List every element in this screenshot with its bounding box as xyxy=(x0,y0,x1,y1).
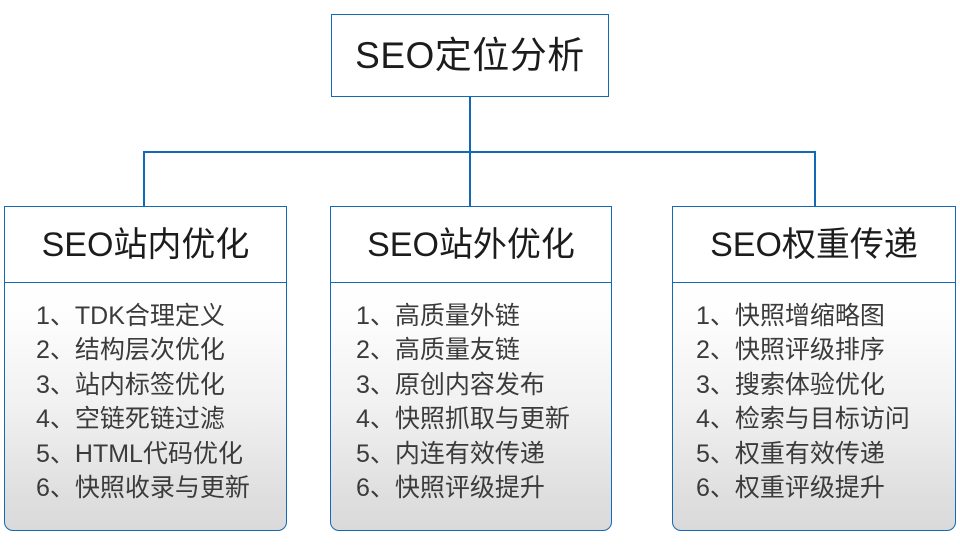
connector-branch-1-drop xyxy=(143,151,145,207)
branch-3-list: 1、快照增缩略图 2、快照评级排序 3、搜索体验优化 4、检索与目标访问 5、权… xyxy=(673,299,910,506)
list-item: 1、高质量外链 xyxy=(356,301,520,330)
list-item: 3、站内标签优化 xyxy=(36,370,225,399)
list-item: 1、TDK合理定义 xyxy=(36,301,225,330)
list-item: 4、检索与目标访问 xyxy=(696,405,910,434)
connector-root-stem xyxy=(469,96,471,152)
branch-1-list: 1、TDK合理定义 2、结构层次优化 3、站内标签优化 4、空链死链过滤 5、H… xyxy=(5,299,250,506)
branch-column-1: SEO站内优化 1、TDK合理定义 2、结构层次优化 3、站内标签优化 4、空链… xyxy=(4,206,287,531)
root-node-title: SEO定位分析 xyxy=(355,35,585,76)
connector-branch-3-drop xyxy=(814,151,816,207)
list-item: 2、快照评级排序 xyxy=(696,336,885,365)
branch-column-3: SEO权重传递 1、快照增缩略图 2、快照评级排序 3、搜索体验优化 4、检索与… xyxy=(672,206,956,531)
connector-horizontal-bus xyxy=(143,151,815,153)
root-node[interactable]: SEO定位分析 xyxy=(331,14,609,97)
branch-1-title: SEO站内优化 xyxy=(41,225,250,264)
branch-3-body: 1、快照增缩略图 2、快照评级排序 3、搜索体验优化 4、检索与目标访问 5、权… xyxy=(672,281,956,531)
branch-1-header[interactable]: SEO站内优化 xyxy=(4,206,287,283)
list-item: 6、权重评级提升 xyxy=(696,474,885,503)
list-item: 5、权重有效传递 xyxy=(696,439,885,468)
branch-3-header[interactable]: SEO权重传递 xyxy=(672,206,956,283)
branch-column-2: SEO站外优化 1、高质量外链 2、高质量友链 3、原创内容发布 4、快照抓取与… xyxy=(330,206,612,531)
list-item: 2、高质量友链 xyxy=(356,336,520,365)
list-item: 3、搜索体验优化 xyxy=(696,370,885,399)
branch-2-list: 1、高质量外链 2、高质量友链 3、原创内容发布 4、快照抓取与更新 5、内连有… xyxy=(331,299,570,506)
list-item: 1、快照增缩略图 xyxy=(696,301,885,330)
branch-2-body: 1、高质量外链 2、高质量友链 3、原创内容发布 4、快照抓取与更新 5、内连有… xyxy=(330,281,612,531)
list-item: 4、快照抓取与更新 xyxy=(356,405,570,434)
branch-3-title: SEO权重传递 xyxy=(710,225,918,264)
branch-1-body: 1、TDK合理定义 2、结构层次优化 3、站内标签优化 4、空链死链过滤 5、H… xyxy=(4,281,287,531)
connector-branch-2-drop xyxy=(469,151,471,207)
list-item: 5、HTML代码优化 xyxy=(36,439,243,468)
list-item: 5、内连有效传递 xyxy=(356,439,545,468)
list-item: 6、快照收录与更新 xyxy=(36,474,250,503)
list-item: 2、结构层次优化 xyxy=(36,336,225,365)
branch-2-header[interactable]: SEO站外优化 xyxy=(330,206,612,283)
list-item: 4、空链死链过滤 xyxy=(36,405,225,434)
list-item: 3、原创内容发布 xyxy=(356,370,545,399)
branch-2-title: SEO站外优化 xyxy=(367,225,575,264)
list-item: 6、快照评级提升 xyxy=(356,474,545,503)
